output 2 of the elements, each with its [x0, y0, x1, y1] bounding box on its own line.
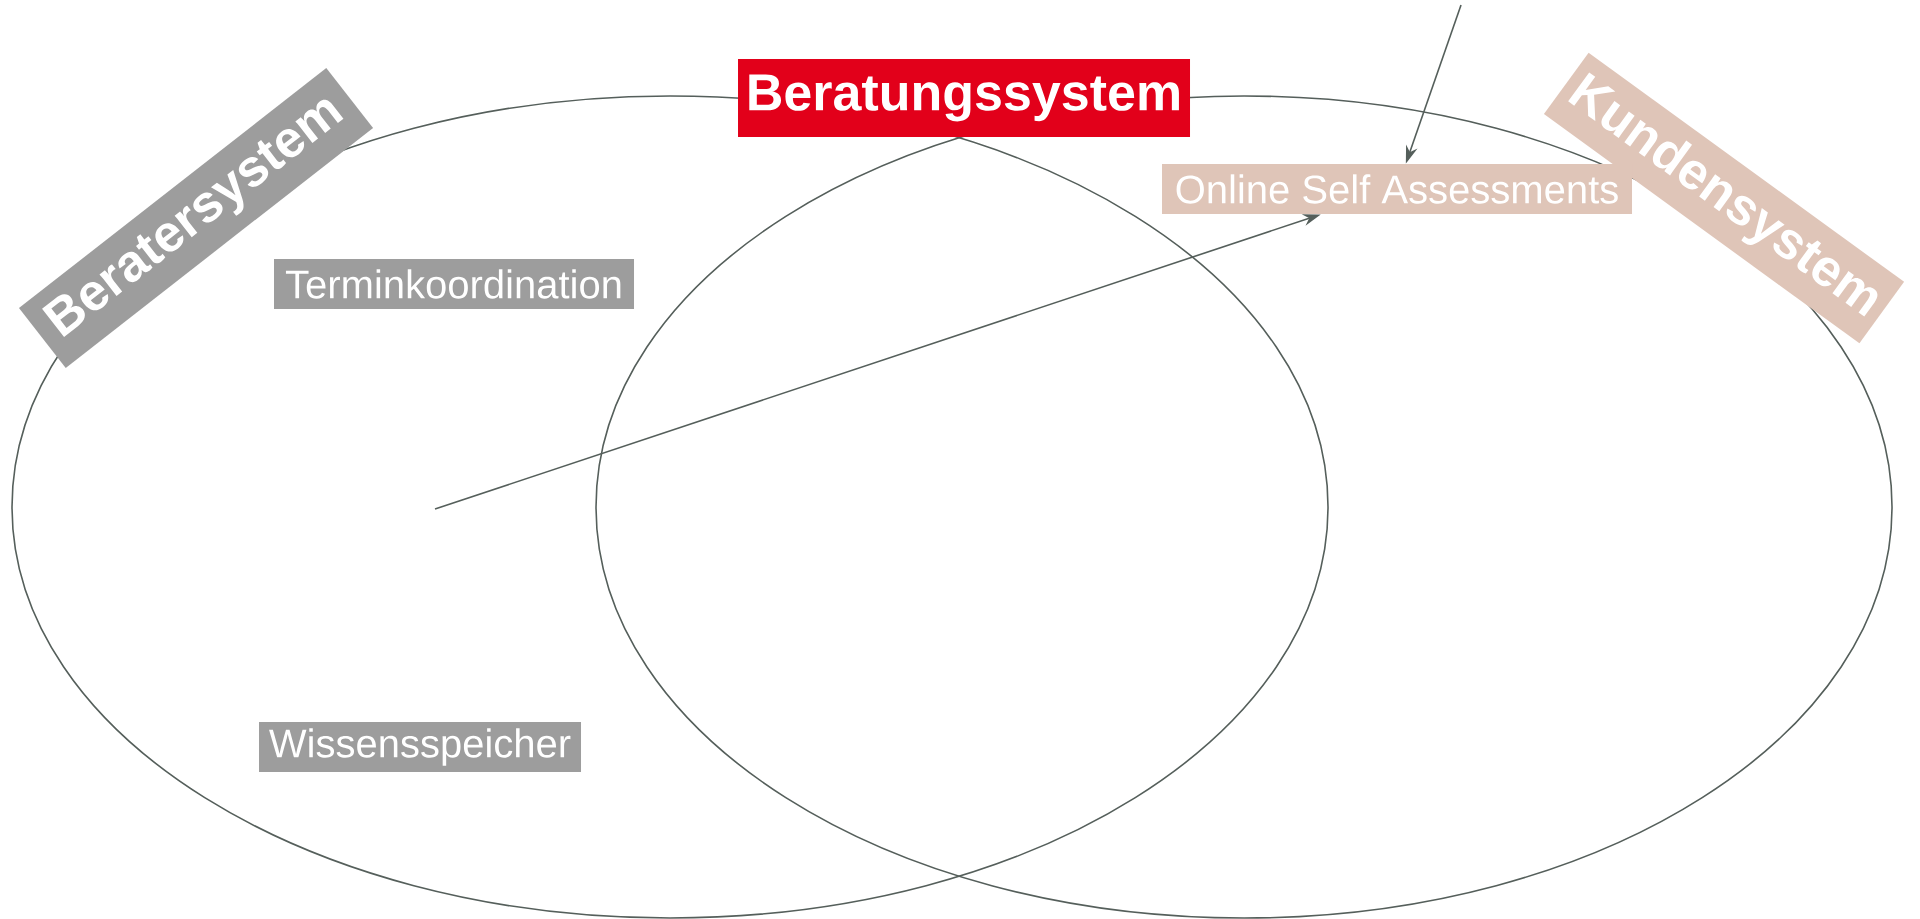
label-box: Wissensspeicher	[259, 722, 581, 772]
heading-banner: Beratungssystem	[738, 59, 1190, 137]
